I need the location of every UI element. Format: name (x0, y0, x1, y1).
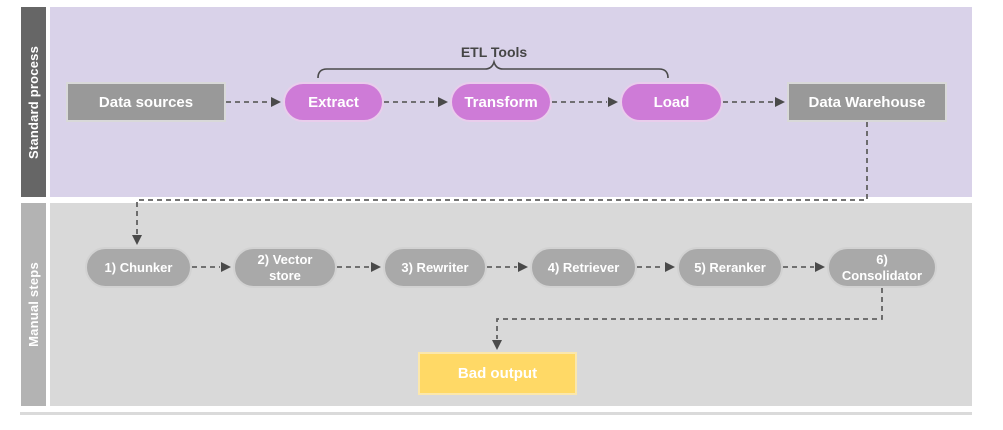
node-reranker: 5) Reranker (677, 247, 783, 288)
node-chunker-label: 1) Chunker (104, 259, 173, 275)
etl-tools-brace (317, 59, 669, 79)
arrowhead-into-extract (271, 97, 281, 107)
arrowhead-into-vectorstore (221, 262, 231, 272)
node-consolidator-label: 6) Consolidator (841, 251, 923, 283)
arrowhead-into-badoutput (492, 340, 502, 350)
node-extract: Extract (283, 82, 384, 122)
node-reranker-label: 5) Reranker (694, 259, 766, 275)
connector-consolidator-badoutput (496, 288, 883, 339)
node-data-warehouse: Data Warehouse (787, 82, 947, 122)
node-data-sources: Data sources (66, 82, 226, 122)
arrowhead-into-consolidator (815, 262, 825, 272)
node-load: Load (620, 82, 723, 122)
node-extract-label: Extract (308, 93, 359, 111)
node-vector-store-label: 2) Vector store (257, 251, 313, 283)
arrowhead-into-retriever (518, 262, 528, 272)
node-data-warehouse-label: Data Warehouse (808, 93, 926, 111)
arrowhead-into-warehouse (775, 97, 785, 107)
node-transform: Transform (450, 82, 552, 122)
node-transform-label: Transform (464, 93, 538, 111)
node-bad-output: Bad output (418, 352, 577, 395)
etl-tools-group-label: ETL Tools (460, 44, 528, 60)
node-retriever-label: 4) Retriever (547, 259, 620, 275)
arrowhead-into-reranker (665, 262, 675, 272)
arrowhead-into-rewriter (371, 262, 381, 272)
arrowhead-into-chunker (132, 235, 142, 245)
arrowhead-into-transform (438, 97, 448, 107)
node-rewriter: 3) Rewriter (383, 247, 487, 288)
node-retriever: 4) Retriever (530, 247, 637, 288)
lane-header-manual-steps: Manual steps (21, 203, 46, 406)
node-data-sources-label: Data sources (98, 93, 194, 111)
node-chunker: 1) Chunker (85, 247, 192, 288)
node-rewriter-label: 3) Rewriter (401, 259, 469, 275)
arrowhead-into-load (608, 97, 618, 107)
node-bad-output-label: Bad output (457, 365, 538, 382)
bottom-divider-line (20, 412, 972, 415)
lane-header-standard-process: Standard process (21, 7, 46, 197)
node-consolidator: 6) Consolidator (827, 247, 937, 288)
connector-warehouse-chunker (136, 122, 868, 234)
node-load-label: Load (653, 93, 690, 111)
node-vector-store: 2) Vector store (233, 247, 337, 288)
